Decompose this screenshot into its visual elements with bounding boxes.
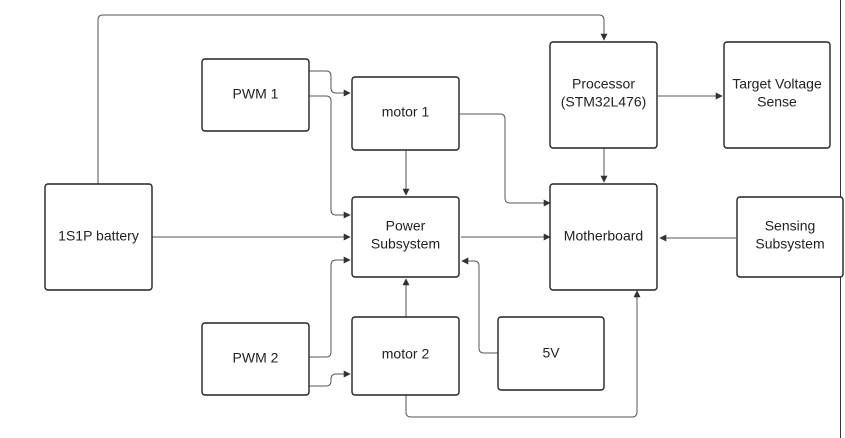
wire-pwm1-to-motor1 (309, 70, 351, 97)
block-5v-label: 5V (542, 345, 560, 361)
block-5v: 5V (497, 316, 605, 391)
block-sensing-label-line1: Sensing (765, 218, 816, 234)
wire-5v-to-power (461, 257, 498, 354)
block-pwm2: PWM 2 (201, 322, 310, 396)
block-target-voltage-sense: Target Voltage Sense (723, 41, 831, 149)
block-processor-label-line2: (STM32L476) (561, 94, 647, 110)
wire-pwm2-to-motor2 (309, 370, 351, 387)
wire-motor1-to-motherboard (460, 113, 551, 207)
wire-motor2-to-motherboard (405, 290, 641, 418)
block-target-label-line1: Target Voltage (732, 76, 822, 92)
block-pwm2-label: PWM 2 (233, 350, 279, 366)
block-sensing-label-line2: Subsystem (755, 236, 824, 252)
wire-pwm1-to-power (309, 95, 351, 219)
block-power-label-line1: Power (386, 218, 426, 234)
block-power-label-line2: Subsystem (371, 236, 440, 252)
block-processor: Processor (STM32L476) (549, 41, 658, 149)
block-pwm1-label: PWM 1 (233, 86, 279, 102)
block-pwm1: PWM 1 (201, 58, 310, 132)
block-motor2: motor 2 (351, 316, 460, 396)
wire-battery-to-processor (97, 14, 608, 184)
wire-pwm2-to-power (309, 256, 351, 358)
block-motherboard: Motherboard (549, 183, 658, 291)
block-motherboard-label: Motherboard (564, 228, 643, 244)
block-sensing-subsystem: Sensing Subsystem (736, 196, 844, 278)
block-motor1: motor 1 (351, 76, 460, 151)
block-target-label-line2: Sense (757, 94, 797, 110)
block-power-subsystem: Power Subsystem (351, 196, 460, 278)
block-battery: 1S1P battery (44, 183, 153, 291)
connectors (97, 14, 736, 418)
block-motor1-label: motor 1 (382, 104, 430, 120)
block-motor2-label: motor 2 (382, 346, 430, 362)
block-battery-label: 1S1P battery (58, 228, 139, 244)
block-processor-label-line1: Processor (572, 76, 635, 92)
